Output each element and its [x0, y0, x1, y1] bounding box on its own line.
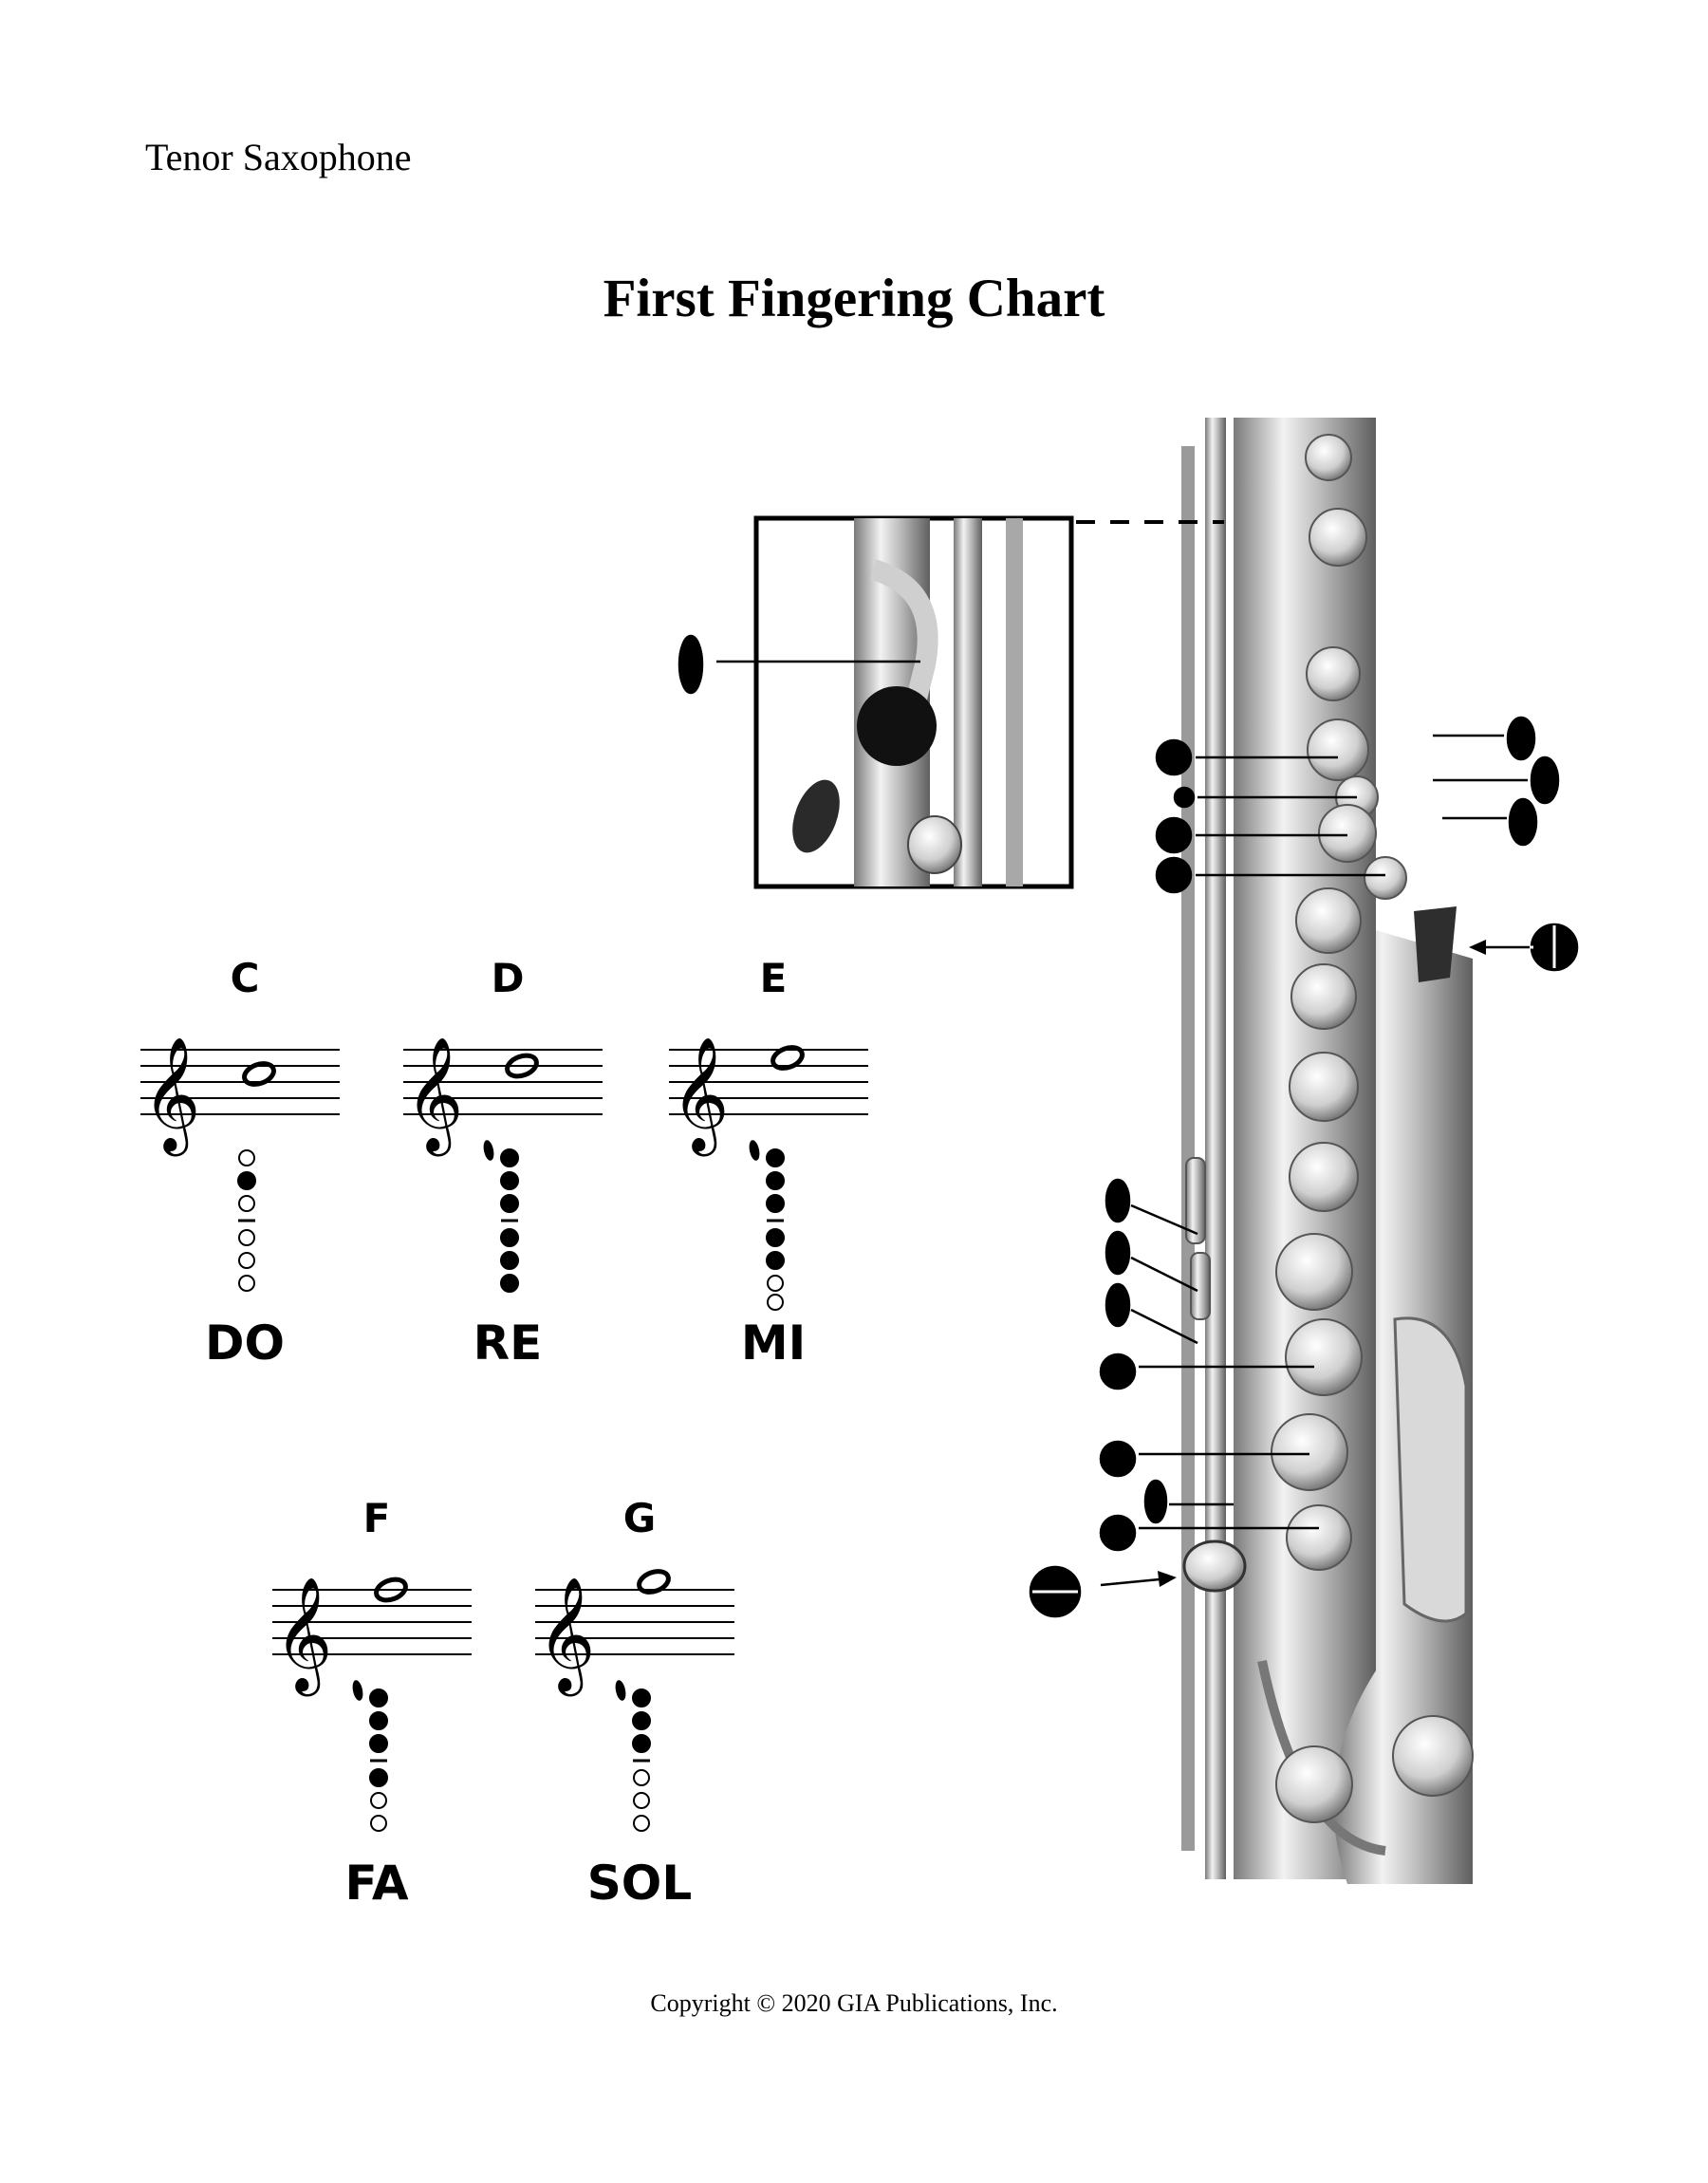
right-hand-3-marker — [1099, 1514, 1137, 1552]
palm-key-marker-1 — [1506, 716, 1536, 761]
closed-key-icon — [500, 1148, 519, 1167]
treble-staff: 𝄞 — [403, 1036, 603, 1156]
open-key-icon — [767, 1294, 784, 1311]
note-letter: E — [759, 955, 788, 1001]
treble-staff: 𝄞 — [272, 1576, 472, 1696]
treble-clef-icon: 𝄞 — [405, 1036, 463, 1156]
note-block-d: D 𝄞 RE — [403, 955, 612, 1382]
left-hand-1-marker — [1155, 738, 1193, 776]
note-block-c: C 𝄞 DO — [140, 955, 349, 1382]
palm-key-marker-3 — [1508, 797, 1538, 847]
treble-staff: 𝄞 — [140, 1036, 340, 1156]
copyright-notice: Copyright © 2020 GIA Publications, Inc. — [650, 1989, 1058, 2017]
closed-key-icon — [500, 1194, 519, 1213]
treble-staff: 𝄞 — [669, 1036, 868, 1156]
open-key-icon — [633, 1815, 650, 1832]
note-letter: G — [622, 1495, 657, 1541]
side-c-marker — [1105, 1178, 1131, 1223]
right-hand-2-marker — [1099, 1440, 1137, 1478]
closed-key-icon — [369, 1734, 388, 1753]
whole-note — [770, 1045, 805, 1071]
whole-note — [374, 1577, 408, 1603]
closed-key-icon — [632, 1689, 651, 1707]
left-hand-3-marker — [1155, 856, 1193, 894]
note-letter: D — [491, 955, 525, 1001]
palm-key-marker-2 — [1530, 756, 1560, 805]
closed-key-icon — [237, 1171, 256, 1190]
side-bflat-marker — [1105, 1230, 1131, 1276]
note-block-f: F 𝄞 FA — [272, 1495, 481, 1922]
key-markers — [678, 634, 1579, 1618]
whole-note — [505, 1053, 539, 1079]
treble-staff: 𝄞 — [535, 1569, 734, 1696]
solfege-syllable: MI — [740, 1315, 807, 1371]
note-block-g: G 𝄞 SOL — [535, 1495, 744, 1922]
octave-key-icon — [615, 1680, 626, 1701]
note-letter: C — [230, 955, 260, 1001]
open-key-icon — [238, 1229, 255, 1246]
treble-clef-icon: 𝄞 — [537, 1576, 595, 1696]
open-key-icon — [238, 1275, 255, 1292]
note-letter: F — [362, 1495, 391, 1541]
treble-clef-icon: 𝄞 — [671, 1036, 729, 1156]
closed-key-icon — [500, 1274, 519, 1293]
whole-note — [637, 1569, 671, 1595]
open-key-icon — [633, 1769, 650, 1786]
fingering-diagram — [749, 1140, 785, 1311]
fingering-diagram — [483, 1140, 519, 1293]
closed-key-icon — [369, 1768, 388, 1787]
key-pads — [1182, 434, 1474, 1823]
closed-key-icon — [369, 1689, 388, 1707]
closed-key-icon — [766, 1148, 785, 1167]
closed-key-icon — [766, 1194, 785, 1213]
open-key-icon — [238, 1195, 255, 1212]
open-key-icon — [238, 1149, 255, 1166]
solfege-syllable: SOL — [586, 1856, 693, 1911]
right-hand-1-marker — [1099, 1353, 1137, 1390]
note-block-e: E 𝄞 MI — [669, 955, 878, 1382]
open-key-icon — [370, 1815, 387, 1832]
treble-clef-icon: 𝄞 — [274, 1576, 332, 1696]
fingering-diagram — [237, 1149, 256, 1292]
octave-key-icon — [483, 1140, 494, 1161]
open-key-icon — [370, 1792, 387, 1809]
left-hand-2-marker — [1155, 816, 1193, 854]
fingering-diagram — [615, 1680, 651, 1832]
octave-key-icon — [749, 1140, 760, 1161]
side-e-marker — [1105, 1282, 1131, 1328]
closed-key-icon — [766, 1171, 785, 1190]
closed-key-icon — [632, 1734, 651, 1753]
open-key-icon — [767, 1275, 784, 1292]
closed-key-icon — [766, 1251, 785, 1270]
whole-note — [242, 1061, 276, 1087]
closed-key-icon — [500, 1228, 519, 1247]
open-key-icon — [633, 1792, 650, 1809]
solfege-syllable: RE — [473, 1315, 543, 1371]
solfege-syllable: FA — [344, 1856, 409, 1911]
open-key-icon — [238, 1252, 255, 1269]
treble-clef-icon: 𝄞 — [142, 1036, 200, 1156]
closed-key-icon — [766, 1228, 785, 1247]
fingering-diagram — [352, 1680, 388, 1832]
f-sharp-key-marker — [1143, 1479, 1168, 1524]
instrument-name: Tenor Saxophone — [145, 136, 412, 178]
solfege-syllable: DO — [204, 1315, 285, 1371]
octave-key-icon — [352, 1680, 363, 1701]
closed-key-icon — [632, 1711, 651, 1730]
octave-key-marker — [678, 634, 704, 695]
closed-key-icon — [500, 1171, 519, 1190]
octave-key-closeup — [753, 515, 1224, 889]
closed-key-icon — [369, 1711, 388, 1730]
bis-key-marker — [1173, 786, 1196, 809]
page-title: First Fingering Chart — [603, 269, 1105, 328]
closed-key-icon — [500, 1251, 519, 1270]
